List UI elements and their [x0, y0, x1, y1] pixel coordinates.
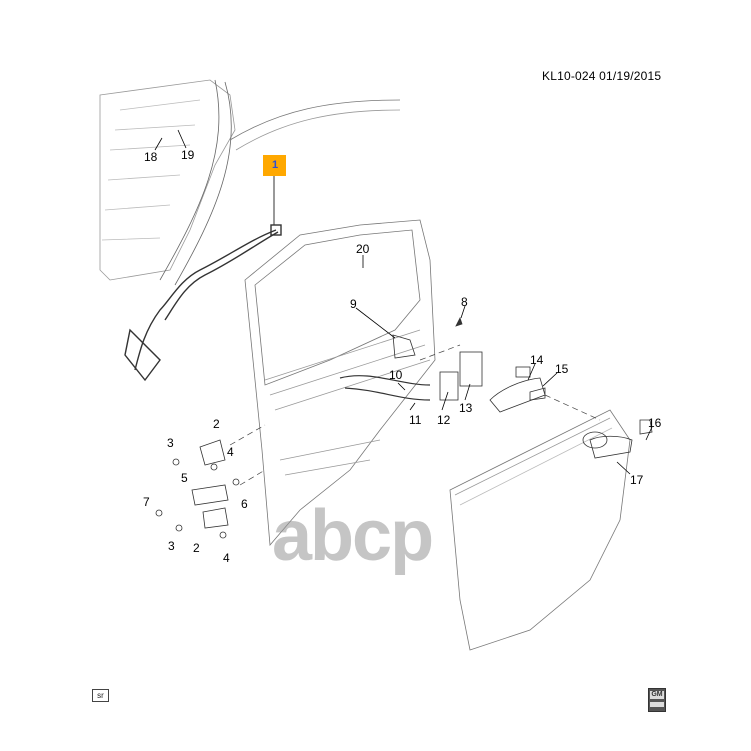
callout-14[interactable]: 14: [530, 353, 544, 367]
gm-logo-bar: [650, 702, 664, 707]
hinge-assembly: [155, 439, 240, 539]
callout-5[interactable]: 5: [181, 471, 188, 485]
highlight-tag-label: 1: [272, 159, 279, 171]
callout-4-lower[interactable]: 4: [223, 551, 230, 565]
callout-4-upper[interactable]: 4: [227, 445, 234, 459]
callout-15[interactable]: 15: [555, 362, 569, 376]
callout-16[interactable]: 16: [648, 416, 662, 430]
highlight-tag[interactable]: 1: [263, 155, 286, 176]
callout-18[interactable]: 18: [144, 150, 158, 164]
callout-7[interactable]: 7: [143, 495, 150, 509]
callout-19[interactable]: 19: [181, 148, 195, 162]
callout-3-lower[interactable]: 3: [168, 539, 175, 553]
callout-10[interactable]: 10: [389, 368, 403, 382]
gm-logo-text: GM: [650, 691, 664, 699]
handle-assembly: [489, 366, 653, 459]
callout-11[interactable]: 11: [409, 413, 422, 427]
diagram-code-date: KL10-024 01/19/2015: [542, 69, 662, 83]
door-inner-frame: [244, 219, 436, 546]
callout-17[interactable]: 17: [630, 473, 644, 487]
body-side-panel: [99, 79, 401, 286]
assembly-lines: [229, 344, 601, 486]
wiring-harness: [124, 176, 282, 382]
callout-2-upper[interactable]: 2: [213, 417, 220, 431]
callout-2-lower[interactable]: 2: [193, 541, 200, 555]
leader-lines: [154, 129, 653, 475]
callout-6[interactable]: 6: [241, 497, 248, 511]
sr-badge: sr: [92, 689, 109, 702]
gm-logo: GM: [648, 688, 666, 712]
watermark: abcp: [272, 496, 434, 576]
callout-12[interactable]: 12: [437, 413, 451, 427]
door-outer-skin: [449, 409, 631, 651]
callout-20[interactable]: 20: [356, 242, 370, 256]
callout-9[interactable]: 9: [350, 297, 357, 311]
callout-8[interactable]: 8: [461, 295, 468, 309]
callout-3-upper[interactable]: 3: [167, 436, 174, 450]
callout-13[interactable]: 13: [459, 401, 473, 415]
cables: [339, 375, 431, 401]
latch-assembly: [392, 316, 483, 401]
